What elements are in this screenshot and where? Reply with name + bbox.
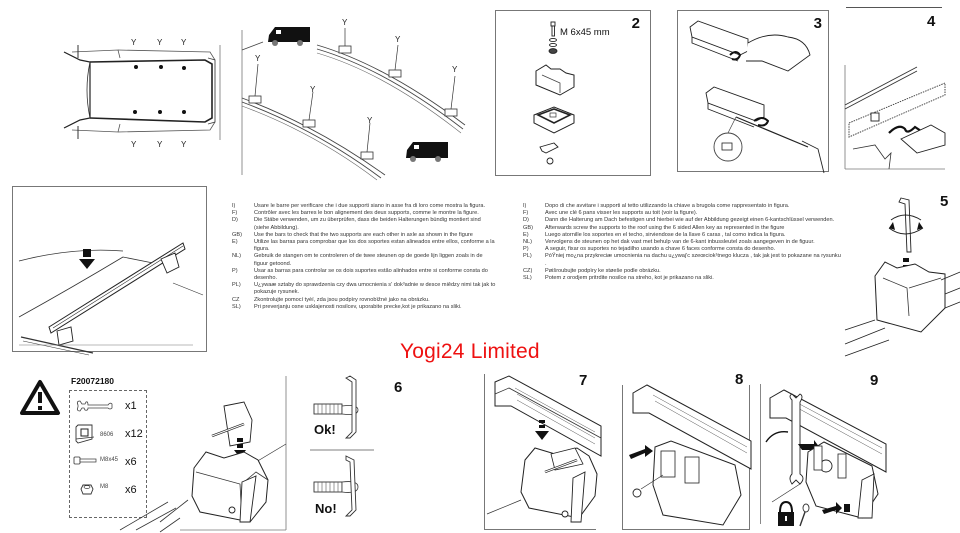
mount-marker: Y [157, 38, 163, 47]
mount-marker: Y [310, 85, 316, 94]
instruction-row: SL)Potem z orodjem pritrdite nosilce na … [523, 275, 714, 282]
instruction-row: PL)PóŸniej mo¿na przykreciæ umocnienia n… [523, 253, 841, 267]
kit-item: M8x45 x6 [70, 453, 146, 475]
instructions-left: I)Usare le barre per verificare che i du… [232, 203, 497, 311]
no-label: No! [315, 501, 337, 516]
step-3-panel: 3 [677, 10, 829, 174]
kit-part-number: F20072180 [71, 376, 115, 386]
mount-marker: Y [181, 38, 187, 47]
bolt-correct-icon [313, 375, 359, 439]
instruction-row: F)Contrôler avec les barres le bon align… [232, 210, 479, 217]
key-icon [799, 503, 810, 527]
clip-insertion-drawing [689, 20, 825, 174]
bolt-incorrect-icon [313, 455, 359, 517]
roof-rails-drawing [241, 27, 466, 181]
instruction-row: NL)Gebruik de stangen om te controleren … [232, 253, 483, 267]
instruction-row: D)Die Stäbe verwenden, um zu überprüfen,… [232, 217, 481, 231]
kit-item: M8 x6 [70, 481, 146, 503]
van-top-view-drawing [63, 45, 221, 140]
wrench-icon [789, 393, 804, 485]
instruction-row: CZ)Pøišroubujte podpìry ke støeše podle … [523, 267, 661, 274]
instruction-row: D)Dann die Halterung am Dach befestigen … [523, 217, 835, 224]
step-8-panel: 8 [622, 371, 752, 530]
instruction-row: F)Avec une clé 6 pans visser les support… [523, 210, 698, 217]
mount-marker: Y [452, 65, 458, 74]
instruction-row: PL)U¿ywaæ sztaby do sprawdzenia czy dwa … [232, 282, 496, 296]
instruction-row: NL)Vervolgens de steunen op het dak vast… [523, 239, 815, 246]
nut-icon [80, 484, 94, 495]
lock-icon [778, 500, 794, 526]
mount-marker: Y [255, 54, 261, 63]
instruction-row: GB)Use the bars to check that the two su… [232, 231, 473, 238]
instruction-row: P)A seguir, fixar os suportes no tejadil… [523, 246, 776, 253]
divider [846, 7, 942, 8]
allen-key-icon [898, 197, 912, 253]
instruction-row: GB)Afterwards screw the supports to the … [523, 224, 785, 231]
mount-marker: Y [367, 116, 373, 125]
instruction-row: E)Utilize las barras para comprobar que … [232, 239, 495, 253]
bar-alignment-panel [12, 186, 207, 356]
warning-icon [20, 380, 60, 415]
mount-marker: Y [342, 18, 348, 27]
mount-marker: Y [395, 35, 401, 44]
bolt-size-label: M 6x45 mm [560, 27, 610, 38]
instructions-right: I)Dopo di che avvitare i supporti al tet… [523, 203, 841, 282]
step-number: 9 [870, 372, 879, 389]
instruction-row: P)Usar as barras para controlar se os do… [232, 267, 488, 282]
wrench-icon [76, 400, 113, 412]
bolt-icon [550, 21, 556, 37]
kit-contents-box: x1 8606 x12 M8x45 x6 M8 x6 [69, 390, 147, 518]
wrench-tightening-drawing [765, 389, 887, 527]
step-number: 3 [813, 15, 822, 32]
step-number: 8 [735, 371, 744, 388]
watermark: Yogi24 Limited [400, 340, 540, 363]
van-icon [268, 27, 310, 46]
bolt-icon [73, 456, 97, 465]
step-number: 6 [394, 379, 403, 396]
mount-marker: Y [181, 140, 187, 149]
support-exploded-drawing [533, 21, 575, 165]
step-2-panel: 2 M 6x45 mm [495, 10, 651, 176]
instruction-row: SL)Pri preverjanju osne usklajenosti nos… [232, 303, 462, 310]
kit-item: x1 [70, 397, 146, 419]
instruction-row: E)Luego atornille los soportes en el tec… [523, 231, 786, 238]
step-number: 5 [940, 193, 949, 210]
kit-item: 8606 x12 [70, 424, 146, 447]
instruction-row: I)Dopo di che avvitare i supporti al tet… [523, 203, 790, 209]
step-number: 2 [631, 15, 640, 32]
clip-icon [75, 424, 95, 444]
divider [760, 384, 761, 524]
step-number: 4 [927, 13, 936, 30]
bar-alignment-drawing [18, 242, 204, 356]
mount-marker: Y [157, 140, 163, 149]
clamp-assembly-drawing [629, 384, 752, 526]
bar-onto-support-drawing [486, 375, 602, 523]
ok-label: Ok! [314, 422, 336, 437]
clip-into-support-drawing [159, 376, 287, 533]
allen-key-tightening-drawing [844, 197, 960, 357]
decorative-lines [119, 501, 177, 531]
instruction-row: I)Usare le barre per verificare che i du… [232, 203, 486, 209]
mount-marker: Y [131, 38, 137, 47]
step-7-panel: 7 [484, 372, 602, 530]
clip-on-rail-drawing [844, 65, 946, 170]
mount-marker: Y [131, 140, 137, 149]
bolt-orientation-drawing [310, 375, 374, 517]
van-icon [406, 142, 448, 162]
step-number: 7 [579, 372, 588, 389]
